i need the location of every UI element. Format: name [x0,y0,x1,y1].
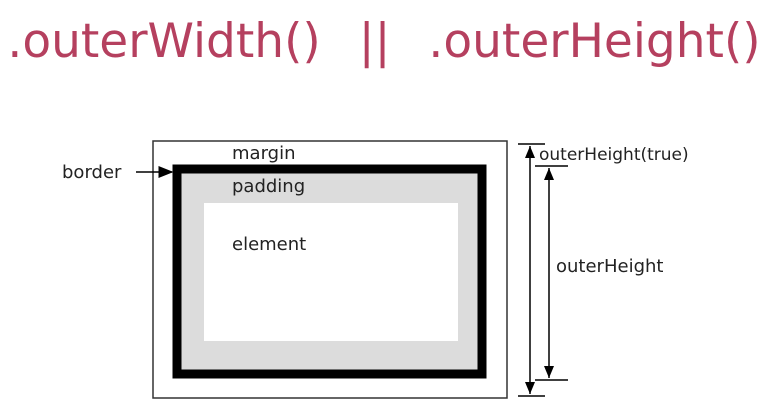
outer-height-true-arrow-down [525,382,535,394]
title-separator: || [358,14,391,69]
margin-label: margin [232,143,295,164]
outer-height-label: outerHeight [556,256,663,277]
slide-title: .outerWidth() || .outerHeight() [0,14,768,69]
outer-height-true-label: outerHeight(true) [539,145,689,165]
element-box [204,203,458,341]
border-label: border [62,162,122,183]
title-outer-height: .outerHeight() [428,14,761,69]
element-label: element [232,234,306,255]
title-outer-width: .outerWidth() [7,14,321,69]
padding-label: padding [232,176,305,197]
outer-height-arrow-down [544,366,554,378]
outer-height-arrow-up [544,168,554,180]
outer-height-true-arrow-up [525,146,535,158]
